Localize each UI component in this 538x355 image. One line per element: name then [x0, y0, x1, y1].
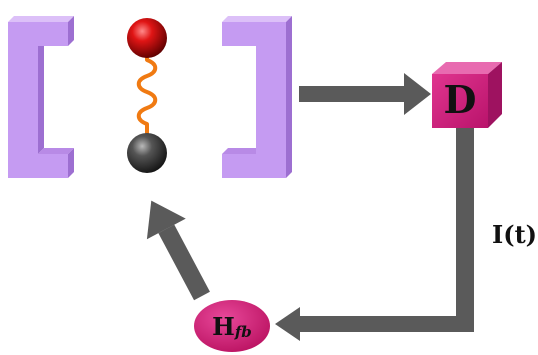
arrow-feedback-to-cavity: [146, 200, 210, 301]
feedback-node: Hfb: [194, 300, 270, 352]
arrow-cavity-to-detector: [299, 73, 431, 115]
feedback-label-sub: fb: [234, 323, 252, 341]
bottom-sphere-icon: [127, 133, 167, 173]
svg-text:Hfb: Hfb: [212, 312, 252, 341]
spring-icon: [136, 54, 158, 136]
feedback-label-main: H: [212, 312, 235, 341]
detector-label: D: [444, 77, 477, 122]
top-sphere-icon: [127, 18, 167, 58]
detector-box: D: [432, 62, 502, 128]
signal-label: I(t): [492, 220, 537, 249]
right-mirror: [222, 16, 292, 178]
signal-path-arrow: [275, 128, 474, 341]
left-mirror: [8, 16, 74, 178]
